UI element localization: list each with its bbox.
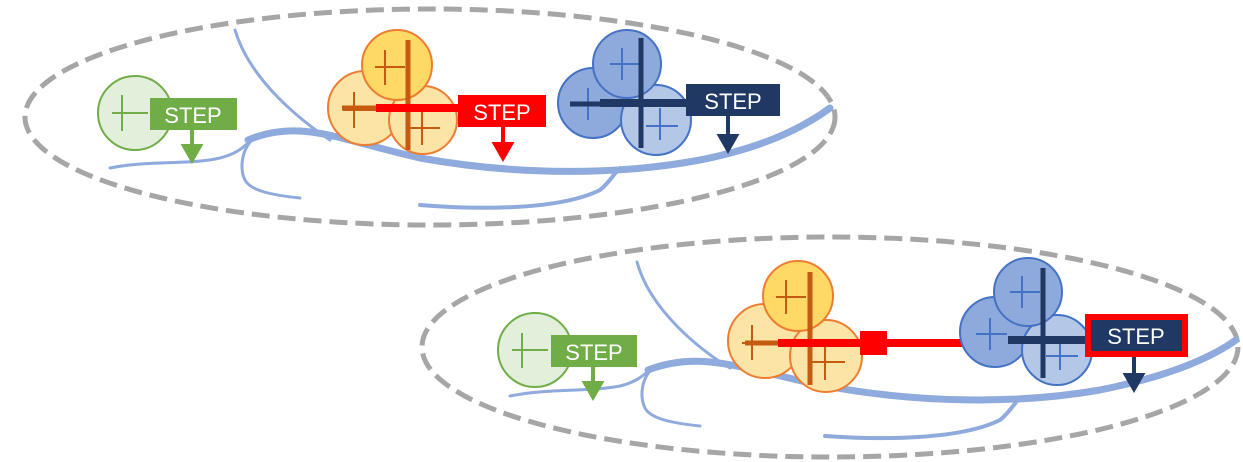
river-upper-branch xyxy=(233,28,332,142)
orange-cross-icon-top xyxy=(776,280,806,314)
river-lower-branch xyxy=(240,135,302,200)
green-unit: STEP xyxy=(497,312,637,402)
blue-cross-icon-top xyxy=(1010,276,1040,308)
blue-cross-icon-left xyxy=(976,318,1007,350)
panel-bottom-rivers xyxy=(508,260,1240,441)
panel-bottom: STEP STEP xyxy=(419,234,1241,460)
orange-circle-top xyxy=(361,29,433,101)
river-main xyxy=(644,336,1240,404)
orange-cross-icon-top xyxy=(375,50,405,85)
red-down-arrow xyxy=(491,127,515,163)
red-connector-block xyxy=(860,331,887,355)
red-connector-bar xyxy=(376,104,464,112)
green-down-arrow xyxy=(581,367,605,402)
navy-down-arrow xyxy=(716,116,740,155)
orange-cross-icon-right xyxy=(812,345,845,380)
orange-cross-icon-right xyxy=(410,110,440,145)
green-down-arrow xyxy=(180,130,204,165)
navy-step-box xyxy=(686,84,780,116)
green-cross-icon xyxy=(112,95,148,131)
navy-step-box xyxy=(1091,320,1182,351)
panel-top: STEP STEP STEP xyxy=(22,6,838,228)
red-step-label: STEP xyxy=(473,100,530,125)
river-upper-branch xyxy=(635,260,732,370)
river-main xyxy=(244,104,834,175)
red-connector-bar xyxy=(778,339,1010,347)
green-cross-icon xyxy=(512,333,548,368)
navy-connector-bar xyxy=(600,99,692,107)
river-left-branch xyxy=(108,135,257,170)
green-unit: STEP xyxy=(97,75,237,165)
orange-unit xyxy=(727,260,1010,393)
green-step-label: STEP xyxy=(164,103,221,128)
navy-connector-bar xyxy=(1008,336,1092,344)
river-lower-branch xyxy=(640,364,702,428)
red-step-box xyxy=(458,95,546,127)
blue-cross-icon-top xyxy=(610,48,640,80)
navy-down-arrow xyxy=(1122,357,1146,394)
blue-cross-icon-right xyxy=(646,108,678,140)
navy-step-label: STEP xyxy=(1107,324,1164,349)
blue-unit: STEP xyxy=(557,29,780,156)
green-step-box xyxy=(150,98,237,130)
orange-unit: STEP xyxy=(327,29,546,163)
panel-top-dashed-border xyxy=(22,6,838,228)
river-left-branch xyxy=(508,364,657,398)
river-bottom-branch xyxy=(418,166,622,210)
green-step-label: STEP xyxy=(565,340,622,365)
blue-unit: STEP xyxy=(959,257,1188,394)
navy-step-label: STEP xyxy=(704,89,761,114)
river-bottom-branch xyxy=(823,396,1022,441)
panel-bottom-dashed-border xyxy=(419,234,1241,460)
panel-top-rivers xyxy=(108,28,834,210)
green-step-box xyxy=(551,335,637,367)
